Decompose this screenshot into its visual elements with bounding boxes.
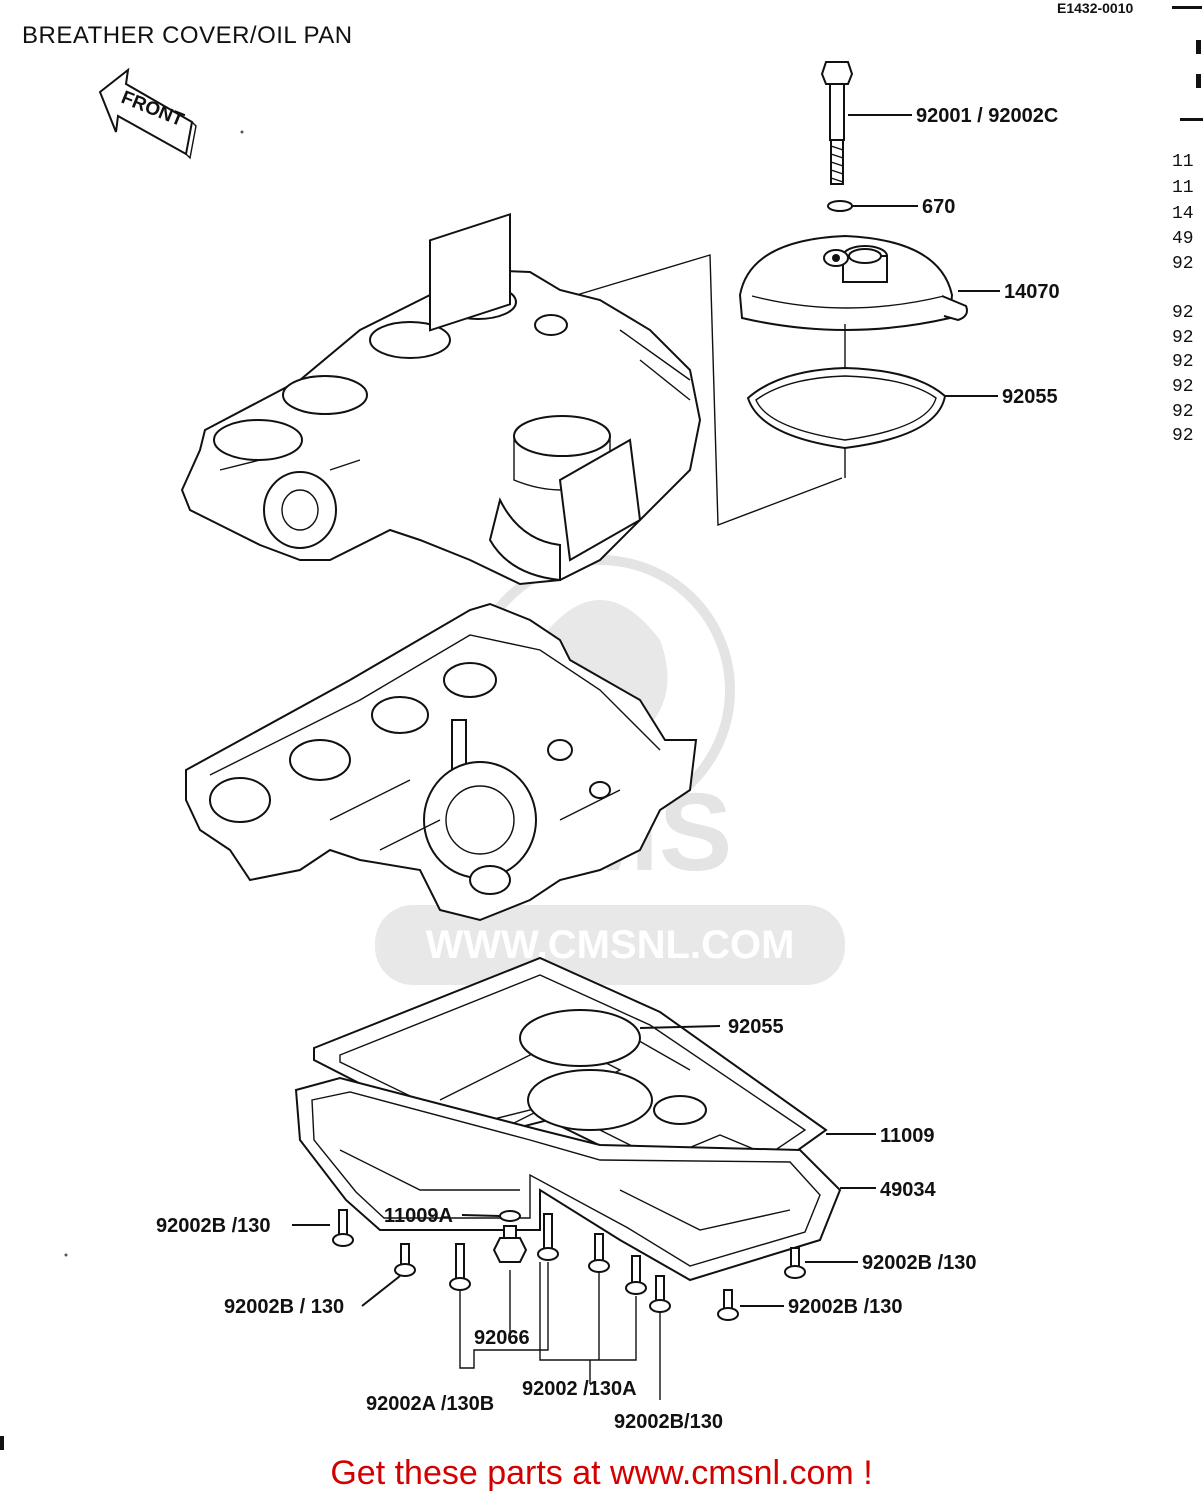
diagram-title: BREATHER COVER/OIL PAN [22,22,353,49]
breather-bolt [820,61,854,185]
oil-pan [294,1076,842,1282]
callout-bolt-group-a: 92002A /130B [366,1393,494,1415]
corner-mark-2 [1180,118,1203,121]
index-item: 92 [1172,402,1194,422]
index-item: 92 [1172,328,1194,348]
callout-o-ring-top: 92055 [1002,386,1058,408]
callout-oil-pan: 49034 [880,1179,936,1201]
speck [240,130,244,134]
corner-mark-4 [1196,74,1201,88]
index-item: 92 [1172,254,1194,274]
front-arrow-icon: FRONT [98,67,197,160]
callout-bolt-right-lower: 92002B /130 [788,1296,903,1318]
callout-o-ring-pan: 92055 [728,1016,784,1038]
callout-labels: 92001 / 92002C 670 14070 92055 92055 110… [156,105,1060,1433]
index-item: 49 [1172,229,1194,249]
pan-bolts [332,1209,806,1321]
index-item: 14 [1172,204,1194,224]
index-column: 11 11 14 49 92 92 92 92 92 92 92 [1172,152,1194,446]
callout-gasket: 11009 [880,1125,935,1147]
upper-crankcase [180,212,702,586]
corner-mark-3 [1196,40,1201,54]
edge-mark [0,1436,4,1450]
index-item: 92 [1172,352,1194,372]
speck [64,1253,68,1257]
callout-bolt-group-b: 92002 /130A [522,1378,637,1400]
callout-bolt-right-upper: 92002B /130 [862,1252,977,1274]
footer-link[interactable]: Get these parts at www.cmsnl.com ! [330,1454,873,1492]
sealing-washer [827,200,853,212]
callout-bolt-top: 92001 / 92002C [916,105,1058,127]
callout-bolt-left-upper: 92002B /130 [156,1215,271,1237]
watermark-url: WWW.CMSNL.COM [426,923,795,967]
callout-breather-cover: 14070 [1004,281,1060,303]
callout-bolt-bottom: 92002B/130 [614,1411,723,1433]
index-item: 92 [1172,377,1194,397]
index-item: 11 [1172,152,1194,172]
index-item: 11 [1172,178,1194,198]
lower-crankcase [185,602,698,922]
leader-lines [292,114,1000,1307]
callout-washer: 670 [922,196,955,218]
callout-drain-washer: 11009A [384,1205,453,1227]
breather-o-ring [746,366,947,450]
drain-washer [499,1210,521,1222]
corner-mark [1172,6,1202,9]
callout-drain-plug: 92066 [474,1327,530,1349]
index-item: 92 [1172,426,1194,446]
reference-code: E1432-0010 [1057,0,1134,16]
strainer-opening [527,1069,653,1131]
drain-plug [492,1225,528,1263]
index-item: 92 [1172,303,1194,323]
breather-cover [738,234,968,331]
strainer-o-ring [519,1009,641,1067]
callout-bolt-left-lower: 92002B / 130 [224,1296,344,1318]
